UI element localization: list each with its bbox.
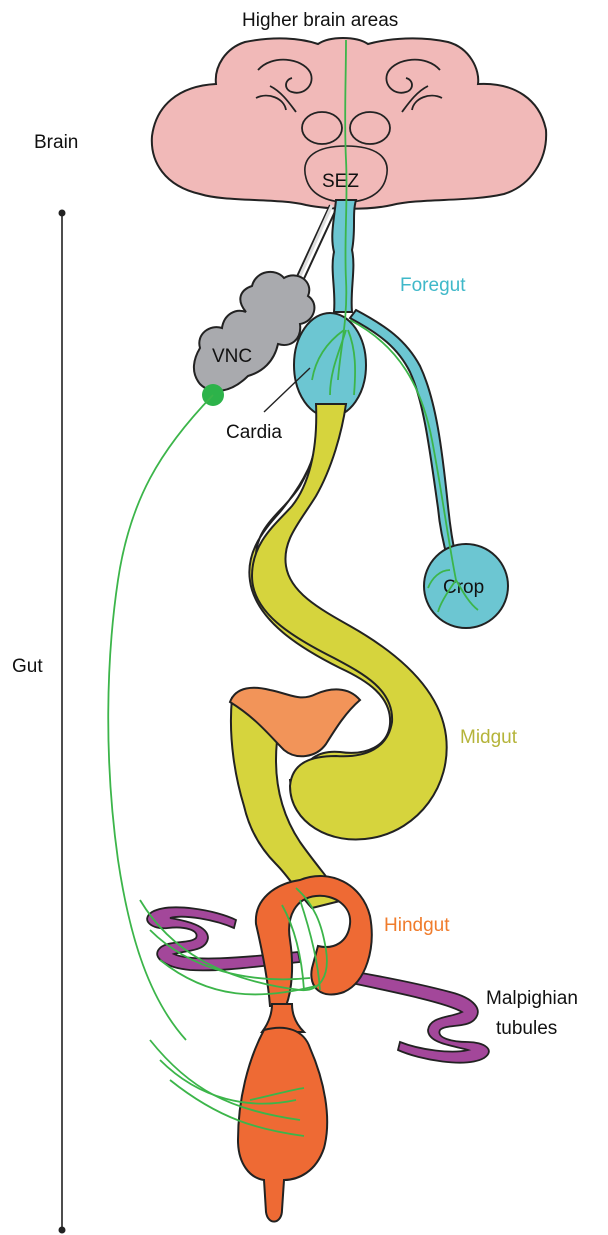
gut-region-label: Gut <box>12 656 43 677</box>
cardia-label: Cardia <box>226 422 282 443</box>
foregut-label: Foregut <box>400 275 466 296</box>
gut-scale-bar <box>59 210 66 1234</box>
midgut-label: Midgut <box>460 727 518 748</box>
esophagus <box>332 200 356 312</box>
vnc-label: VNC <box>212 346 252 367</box>
midgut: Midgut <box>230 404 518 908</box>
malpighian-label-line1: Malpighian <box>486 988 578 1009</box>
hindgut-label: Hindgut <box>384 915 450 936</box>
sez-label: SEZ <box>322 171 359 192</box>
midgut-upper-fill <box>252 404 447 840</box>
brain: SEZ <box>152 38 546 209</box>
brain-region-label: Brain <box>34 132 78 153</box>
crop-label: Crop <box>443 577 484 598</box>
crop-duct <box>350 310 456 560</box>
malpighian-label-line2: tubules <box>496 1018 557 1039</box>
higher-brain-areas-label: Higher brain areas <box>242 10 398 31</box>
